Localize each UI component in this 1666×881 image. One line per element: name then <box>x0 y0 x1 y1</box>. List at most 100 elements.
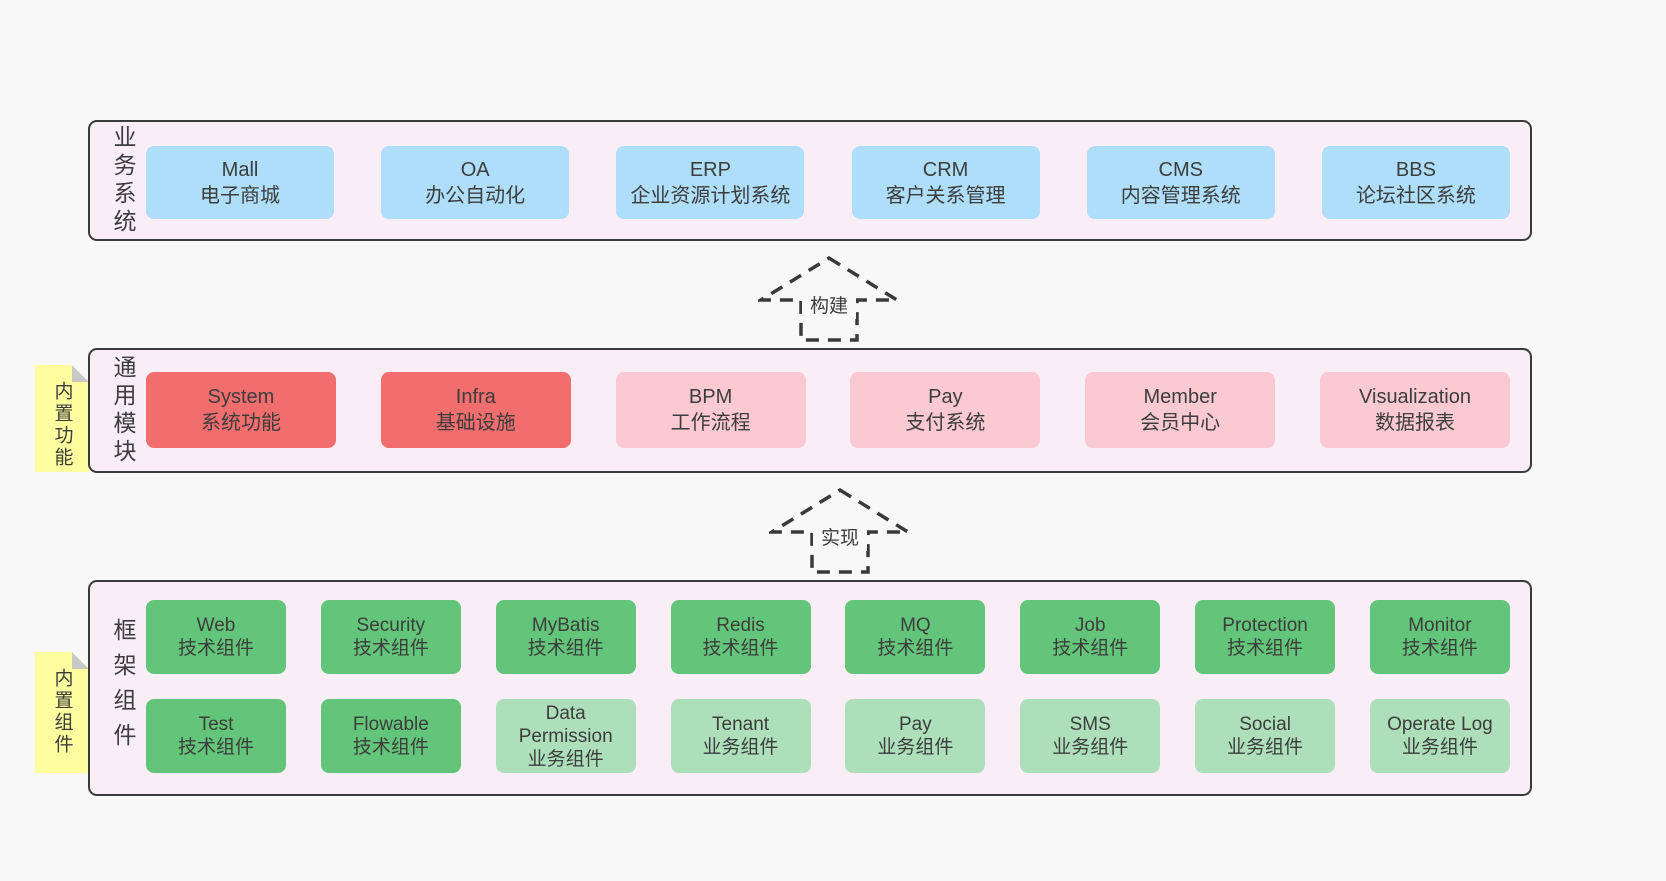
box-subtitle-cn: 电子商城 <box>200 184 280 207</box>
framework-components-container: 框架组件 Web 技术组件 Security 技术组件 MyBatis 技术组件… <box>88 580 1532 796</box>
box-title-en: Pay <box>928 386 963 408</box>
sticky-note-label: 内置功能 <box>51 381 73 469</box>
box-title-en: Flowable <box>352 714 429 735</box>
sticky-note-label: 内置组件 <box>51 668 73 756</box>
box-erp: ERP 企业资源计划系统 <box>616 146 805 219</box>
box-subtitle-cn: 论坛社区系统 <box>1355 184 1476 207</box>
box-crm: CRM 客户关系管理 <box>851 146 1040 219</box>
box-cms: CMS 内容管理系统 <box>1086 146 1275 219</box>
box-subtitle-cn: 技术组件 <box>1401 638 1478 659</box>
box-title-en: BPM <box>688 386 733 408</box>
box-title-en: Security <box>356 615 426 636</box>
box-mq: MQ 技术组件 <box>845 600 986 674</box>
box-subtitle-cn: 支付系统 <box>905 412 986 434</box>
implement-arrow-label: 实现 <box>821 527 859 549</box>
box-title-en: BBS <box>1395 158 1436 181</box>
box-title-en: Monitor <box>1408 615 1472 636</box>
box-bpm: BPM 工作流程 <box>615 372 806 448</box>
box-subtitle-cn: 技术组件 <box>352 638 429 659</box>
box-web: Web 技术组件 <box>146 600 286 674</box>
box-title-en: OA <box>460 158 490 181</box>
box-subtitle-cn: 技术组件 <box>177 638 254 659</box>
box-subtitle-cn: 数据报表 <box>1374 412 1455 434</box>
box-subtitle-cn: 技术组件 <box>702 638 779 659</box>
box-subtitle-cn: 技术组件 <box>352 737 429 758</box>
folded-corner-icon <box>72 365 89 382</box>
box-subtitle-cn: 业务组件 <box>1052 737 1129 758</box>
box-data-permission: Data Permission 业务组件 <box>495 699 636 773</box>
common-modules-row: System 系统功能 Infra 基础设施 BPM 工作流程 Pay 支付系统… <box>146 372 1510 448</box>
framework-components-row-1: Web 技术组件 Security 技术组件 MyBatis 技术组件 Redi… <box>146 600 1510 674</box>
business-systems-row: Mall 电子商城 OA 办公自动化 ERP 企业资源计划系统 CRM 客户关系… <box>146 146 1510 219</box>
box-pay-component: Pay 业务组件 <box>845 699 986 773</box>
box-subtitle-cn: 基础设施 <box>435 412 516 434</box>
box-mall: Mall 电子商城 <box>146 146 334 219</box>
box-system: System 系统功能 <box>146 372 336 448</box>
box-redis: Redis 技术组件 <box>670 600 811 674</box>
box-subtitle-cn: 技术组件 <box>177 737 254 758</box>
box-subtitle-cn: 业务组件 <box>1401 737 1478 758</box>
box-title-en: Social <box>1239 714 1291 735</box>
box-title-en: Visualization <box>1359 386 1471 408</box>
box-bbs: BBS 论坛社区系统 <box>1321 146 1510 219</box>
box-subtitle-cn: 技术组件 <box>1227 638 1304 659</box>
box-title-en: System <box>207 386 275 408</box>
box-subtitle-cn: 企业资源计划系统 <box>630 184 791 207</box>
sticky-note-built-in-components: 内置组件 <box>35 652 89 773</box>
box-title-en: Operate Log <box>1387 714 1493 735</box>
box-title-en: Mall <box>221 158 259 181</box>
box-subtitle-cn: 技术组件 <box>1052 638 1129 659</box>
box-subtitle-cn: 技术组件 <box>877 638 954 659</box>
box-title-en: Data Permission <box>518 702 613 747</box>
box-title-en: MyBatis <box>531 615 600 636</box>
build-arrow-icon: 构建 <box>758 255 900 342</box>
box-subtitle-cn: 技术组件 <box>527 638 604 659</box>
box-subtitle-cn: 内容管理系统 <box>1120 184 1241 207</box>
box-subtitle-cn: 工作流程 <box>670 412 751 434</box>
box-subtitle-cn: 业务组件 <box>527 748 604 770</box>
box-visualization: Visualization 数据报表 <box>1319 372 1510 448</box>
box-sms: SMS 业务组件 <box>1020 699 1161 773</box>
box-monitor: Monitor 技术组件 <box>1369 600 1510 674</box>
box-security: Security 技术组件 <box>320 600 461 674</box>
box-oa: OA 办公自动化 <box>381 146 570 219</box>
box-title-en: SMS <box>1069 714 1111 735</box>
box-title-en: Infra <box>455 386 496 408</box>
band-label-framework-components: 框架组件 <box>110 618 136 758</box>
box-social: Social 业务组件 <box>1195 699 1336 773</box>
box-protection: Protection 技术组件 <box>1195 600 1336 674</box>
box-mybatis: MyBatis 技术组件 <box>495 600 636 674</box>
box-title-en: MQ <box>900 615 931 636</box>
box-infra: Infra 基础设施 <box>380 372 571 448</box>
box-pay: Pay 支付系统 <box>850 372 1041 448</box>
common-modules-container: 通用模块 System 系统功能 Infra 基础设施 BPM 工作流程 Pay… <box>88 348 1532 473</box>
folded-corner-icon <box>72 652 89 669</box>
box-subtitle-cn: 系统功能 <box>201 412 281 434</box>
box-title-en: Web <box>196 615 236 636</box>
band-label-business-systems: 业务系统 <box>110 124 136 237</box>
box-title-en: Redis <box>716 615 765 636</box>
box-title-en: Pay <box>899 714 932 735</box>
business-systems-container: 业务系统 Mall 电子商城 OA 办公自动化 ERP 企业资源计划系统 CRM… <box>88 120 1532 241</box>
box-member: Member 会员中心 <box>1085 372 1276 448</box>
framework-components-row-2: Test 技术组件 Flowable 技术组件 Data Permission … <box>146 699 1510 773</box>
band-label-common-modules: 通用模块 <box>110 354 136 467</box>
box-tenant: Tenant 业务组件 <box>670 699 811 773</box>
box-flowable: Flowable 技术组件 <box>320 699 461 773</box>
box-operate-log: Operate Log 业务组件 <box>1369 699 1510 773</box>
box-subtitle-cn: 业务组件 <box>877 737 954 758</box>
box-subtitle-cn: 会员中心 <box>1140 412 1221 434</box>
box-title-en: ERP <box>689 158 731 181</box>
box-title-en: Tenant <box>712 714 770 735</box>
box-title-en: Job <box>1074 615 1106 636</box>
box-test: Test 技术组件 <box>146 699 286 773</box>
box-title-en: Member <box>1143 386 1217 408</box>
box-subtitle-cn: 办公自动化 <box>425 184 526 207</box>
box-subtitle-cn: 客户关系管理 <box>885 184 1006 207</box>
box-subtitle-cn: 业务组件 <box>702 737 779 758</box>
box-title-en: Test <box>198 714 234 735</box>
box-title-en: Protection <box>1222 615 1308 636</box>
box-job: Job 技术组件 <box>1020 600 1161 674</box>
build-arrow-label: 构建 <box>810 295 848 317</box>
box-subtitle-cn: 业务组件 <box>1227 737 1304 758</box>
